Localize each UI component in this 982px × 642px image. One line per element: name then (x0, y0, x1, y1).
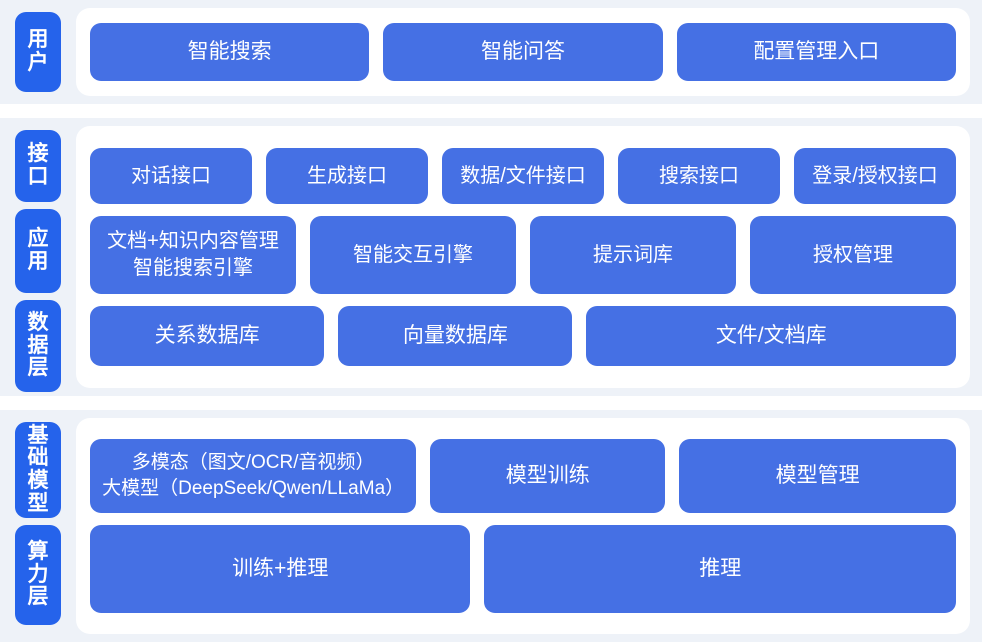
layer-tab-foundation-model[interactable]: 基础模型 (15, 422, 61, 518)
box-intelligent-qa[interactable]: 智能问答 (383, 23, 663, 81)
row-models: 多模态（图文/OCR/音视频） 大模型（DeepSeek/Qwen/LLaMa）… (90, 439, 956, 513)
section-bottom-panel: 多模态（图文/OCR/音视频） 大模型（DeepSeek/Qwen/LLaMa）… (76, 418, 970, 634)
section-user: 用户 智能搜索 智能问答 配置管理入口 (0, 0, 982, 104)
layer-tab-interface[interactable]: 接口 (15, 130, 61, 202)
layer-tab-user[interactable]: 用户 (15, 12, 61, 92)
box-data-file-interface[interactable]: 数据/文件接口 (442, 148, 604, 204)
band-gap-2 (0, 396, 982, 410)
section-middle-rail: 接口 应用 数据层 (0, 118, 76, 396)
box-login-auth-interface[interactable]: 登录/授权接口 (794, 148, 956, 204)
box-inference[interactable]: 推理 (484, 525, 956, 613)
box-search-interface[interactable]: 搜索接口 (618, 148, 780, 204)
row-compute: 训练+推理 推理 (90, 525, 956, 613)
box-config-management-entry[interactable]: 配置管理入口 (676, 23, 956, 81)
row-interfaces: 对话接口 生成接口 数据/文件接口 搜索接口 登录/授权接口 (90, 148, 956, 204)
box-multimodal-large-model[interactable]: 多模态（图文/OCR/音视频） 大模型（DeepSeek/Qwen/LLaMa） (90, 439, 417, 513)
section-user-panel: 智能搜索 智能问答 配置管理入口 (76, 8, 970, 96)
layer-tab-data-label: 数据层 (27, 310, 49, 380)
layer-tab-user-char-0: 用户 (27, 28, 49, 74)
box-file-document-store[interactable]: 文件/文档库 (586, 306, 956, 366)
layer-tab-application[interactable]: 应用 (15, 209, 61, 293)
layer-tab-compute[interactable]: 算力层 (15, 525, 61, 625)
layer-tab-compute-label: 算力层 (27, 539, 49, 609)
box-model-management[interactable]: 模型管理 (679, 439, 956, 513)
box-intelligent-search[interactable]: 智能搜索 (90, 23, 370, 81)
row-databases: 关系数据库 向量数据库 文件/文档库 (90, 306, 956, 366)
box-prompt-library[interactable]: 提示词库 (530, 216, 736, 294)
layer-tab-foundation-model-label: 基础模型 (27, 423, 49, 515)
box-doc-knowledge-management[interactable]: 文档+知识内容管理 智能搜索引擎 (90, 216, 296, 294)
box-training-inference[interactable]: 训练+推理 (90, 525, 471, 613)
band-gap-1 (0, 104, 982, 118)
layer-tab-data[interactable]: 数据层 (15, 300, 61, 392)
row-user-entries: 智能搜索 智能问答 配置管理入口 (90, 23, 956, 81)
section-bottom-rail: 基础模型 算力层 (0, 410, 76, 642)
box-model-training[interactable]: 模型训练 (430, 439, 666, 513)
section-middle-panel: 对话接口 生成接口 数据/文件接口 搜索接口 登录/授权接口 文档+知识内容管理… (76, 126, 970, 388)
section-middle: 接口 应用 数据层 对话接口 生成接口 数据/文件接口 搜索接口 登录/授权接口… (0, 118, 982, 396)
box-vector-database[interactable]: 向量数据库 (338, 306, 573, 366)
row-applications: 文档+知识内容管理 智能搜索引擎 智能交互引擎 提示词库 授权管理 (90, 216, 956, 294)
layer-tab-application-label: 应用 (27, 227, 49, 273)
box-relational-database[interactable]: 关系数据库 (90, 306, 325, 366)
box-authorization-management[interactable]: 授权管理 (750, 216, 956, 294)
layer-tab-interface-label: 接口 (27, 142, 49, 188)
box-intelligent-interaction-engine[interactable]: 智能交互引擎 (310, 216, 516, 294)
section-bottom: 基础模型 算力层 多模态（图文/OCR/音视频） 大模型（DeepSeek/Qw… (0, 410, 982, 642)
box-generation-interface[interactable]: 生成接口 (266, 148, 428, 204)
box-dialog-interface[interactable]: 对话接口 (90, 148, 252, 204)
section-user-rail: 用户 (0, 0, 76, 104)
